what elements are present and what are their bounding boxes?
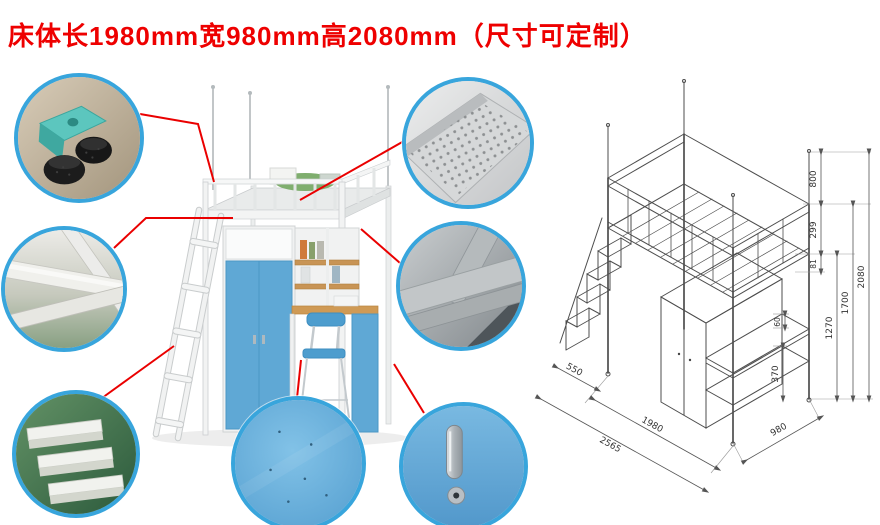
- dim-label-550: 550: [564, 362, 584, 379]
- callout-beam-bracket: [396, 221, 526, 351]
- frame-tube-image: [5, 230, 123, 348]
- callout-door-panel: [231, 396, 366, 525]
- dim-label-60: 60: [773, 317, 782, 327]
- callout-corner-foot: [14, 73, 144, 203]
- dim-label-370: 370: [771, 365, 781, 382]
- ladder-step-image: [16, 394, 136, 514]
- dim-label-800: 800: [809, 170, 819, 187]
- chair: [299, 312, 350, 419]
- ladder: [152, 206, 225, 442]
- bed-wireframe: [559, 79, 812, 447]
- corner-foot-image: [18, 77, 140, 199]
- callout-lock-handle: [399, 402, 528, 525]
- perforated-panel-image: [406, 81, 530, 205]
- dim-label-2565: 2565: [598, 435, 623, 455]
- bookshelf: [294, 227, 360, 309]
- dim-label-2080: 2080: [857, 265, 867, 288]
- dim-label-299: 299: [809, 221, 819, 238]
- dim-label-1270: 1270: [825, 316, 835, 339]
- callout-frame-tube: [1, 226, 127, 352]
- beam-bracket-image: [400, 225, 522, 347]
- dim-label-980: 980: [769, 422, 789, 439]
- product-photo: [152, 85, 408, 447]
- dim-label-81: 81: [809, 259, 818, 269]
- dim-label-1700: 1700: [841, 291, 851, 314]
- lock-handle-image: [403, 406, 524, 525]
- technical-drawing: 800 299 81 1270 1700 2080 60 370 550 198…: [534, 79, 873, 493]
- desk: [289, 295, 379, 433]
- door-panel-image: [235, 400, 362, 525]
- page-title: 床体长1980mm宽980mm高2080mm（尺寸可定制）: [8, 21, 647, 51]
- callout-perforated-panel: [402, 77, 534, 209]
- callout-ladder-step: [12, 390, 140, 518]
